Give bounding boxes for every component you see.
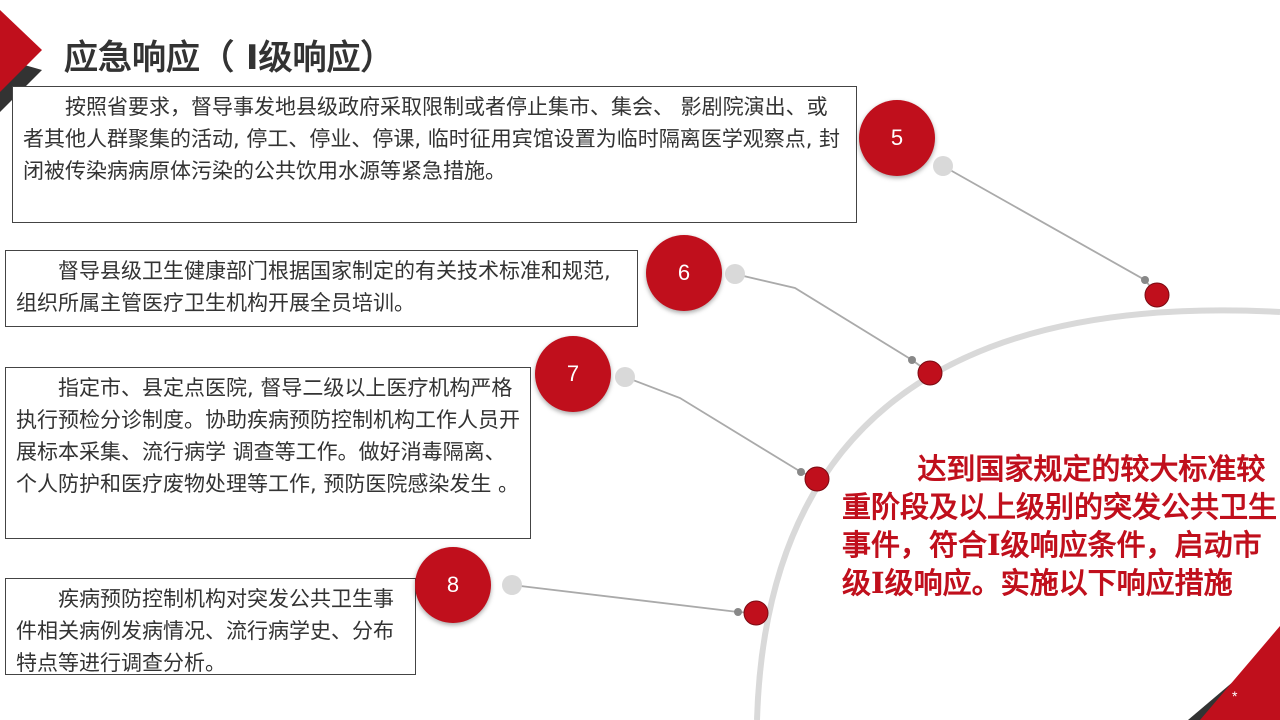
arc-dot-red [743,600,769,626]
corner-accent-bottom-red [1200,626,1280,720]
connector-end-dot [908,356,916,364]
measure-number-badge: 8 [415,547,491,623]
corner-accent-red [0,10,42,92]
measure-text: 疾病预防控制机构对突发公共卫生事件相关病例发病情况、流行病学史、分布特点等进行调… [16,587,394,675]
measure-text: 督导县级卫生健康部门根据国家制定的有关技术标准和规范, 组织所属主管医疗卫生机构… [16,259,611,315]
timeline-arc [754,307,1280,720]
arc-dot-red [804,466,830,492]
connector-end-dot [734,608,742,616]
arc-dot-red [1144,282,1170,308]
connector-start-dot [502,575,522,595]
connector-5 [942,165,1158,296]
measure-number-badge: 5 [859,100,935,176]
measure-text: 按照省要求，督导事发地县级政府采取限制或者停止集市、集会、 影剧院演出、或者其他… [23,95,841,183]
measure-box-5: 按照省要求，督导事发地县级政府采取限制或者停止集市、集会、 影剧院演出、或者其他… [12,86,857,223]
measure-box-8: 疾病预防控制机构对突发公共卫生事件相关病例发病情况、流行病学史、分布特点等进行调… [5,578,416,675]
response-summary: 达到国家规定的较大标准较重阶段及以上级别的突发公共卫生事件，符合Ⅰ级响应条件，启… [842,450,1278,602]
measure-box-6: 督导县级卫生健康部门根据国家制定的有关技术标准和规范, 组织所属主管医疗卫生机构… [5,250,638,327]
page-marker: * [1232,688,1238,704]
measure-text: 指定市、县定点医院, 督导二级以上医疗机构严格执行预检分诊制度。协助疾病预防控制… [16,376,520,496]
measure-number-badge: 6 [646,235,722,311]
response-summary-text: 达到国家规定的较大标准较重阶段及以上级别的突发公共卫生事件，符合Ⅰ级响应条件，启… [842,452,1278,600]
connector-start-dot [725,264,745,284]
connector-8 [511,584,757,614]
slide-title: 应急响应（ Ⅰ级响应） [64,38,395,78]
measure-number-badge: 7 [535,336,611,412]
arc-dot-red [917,360,943,386]
connector-end-dot [1141,276,1149,284]
connector-start-dot [615,367,635,387]
connector-6 [734,273,931,374]
connector-end-dot [797,468,805,476]
measure-box-7: 指定市、县定点医院, 督导二级以上医疗机构严格执行预检分诊制度。协助疾病预防控制… [5,367,531,539]
connector-start-dot [933,156,953,176]
connector-7 [624,376,818,480]
